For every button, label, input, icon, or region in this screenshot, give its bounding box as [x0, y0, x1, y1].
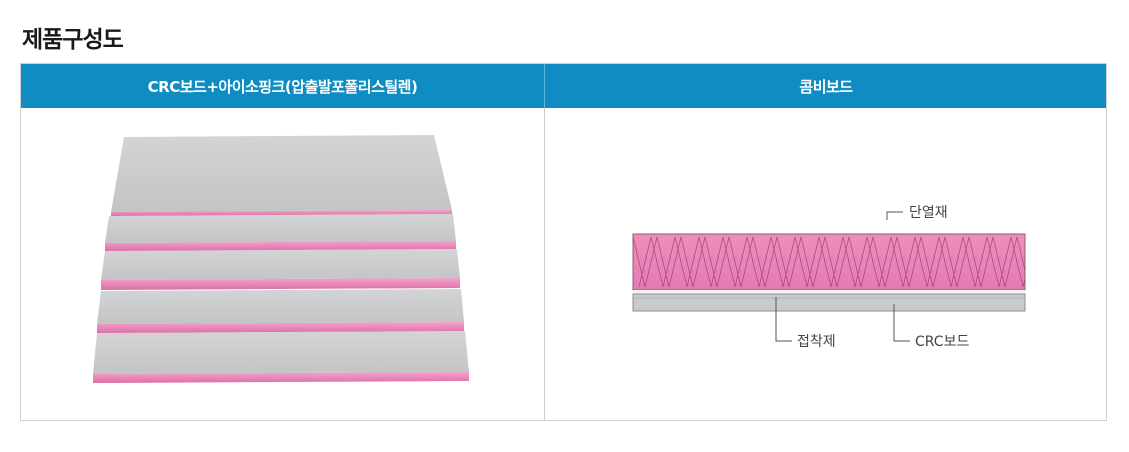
crc-board-layer — [632, 293, 1026, 312]
table-header-row: CRC보드+아이소핑크(압출발포폴리스틸렌) 콤비보드 — [21, 64, 1106, 108]
label-insulation: 단열재 — [909, 205, 948, 221]
column-header-combi-board: 콤비보드 — [799, 77, 853, 96]
board-layer-4 — [97, 289, 464, 333]
table-body-row: 단열재 접착제 CRC보드 — [21, 108, 1106, 420]
column-header-crc-isopink: CRC보드+아이소핑크(압출발포폴리스틸렌) — [21, 64, 545, 108]
combi-board-diagram-cell: 단열재 접착제 CRC보드 — [545, 108, 1107, 420]
board-layer-5 — [93, 331, 469, 383]
board-layer-3 — [101, 249, 460, 290]
insulation-fiber-line — [638, 236, 1025, 288]
insulation-layer — [632, 233, 1026, 291]
crc-isopink-image-cell — [21, 108, 545, 420]
label-adhesive: 접착제 — [797, 334, 836, 350]
stacked-boards-illustration — [93, 135, 469, 383]
product-composition-table: CRC보드+아이소핑크(압출발포폴리스틸렌) 콤비보드 — [20, 63, 1107, 421]
insulation-fiber-line — [633, 236, 1025, 288]
adhesive-layer — [633, 290, 1025, 294]
label-crc-board: CRC보드 — [915, 334, 969, 350]
page-title: 제품구성도 — [22, 27, 124, 53]
board-layer-2 — [105, 214, 456, 251]
combi-board-section-diagram: 단열재 접착제 CRC보드 — [632, 205, 1026, 350]
board-layer-1 — [111, 135, 452, 216]
